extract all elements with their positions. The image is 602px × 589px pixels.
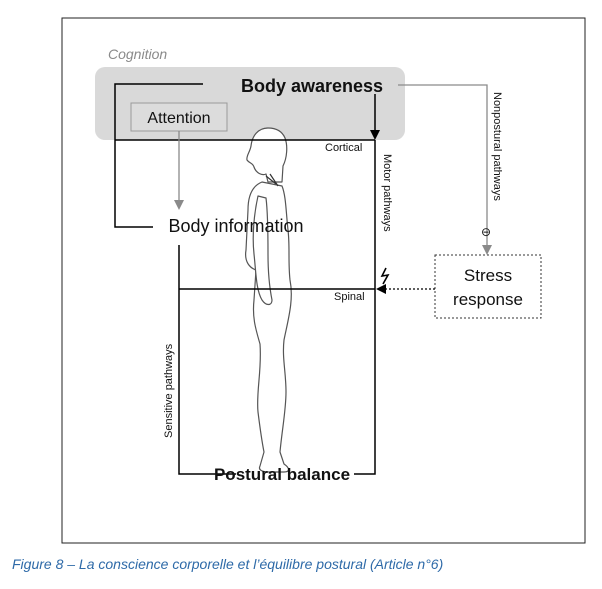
motor-pathways-label: Motor pathways (381, 154, 393, 232)
feedback-loop-line (114, 83, 203, 228)
stress-response-box (434, 254, 542, 319)
cortical-label: Cortical (325, 142, 362, 154)
motor-pathways-line (354, 140, 376, 475)
lightning-icon (380, 267, 390, 285)
nonpostural-pathways-line (398, 84, 492, 255)
stress-response-line1: Stress (464, 266, 512, 285)
body-information-label: Body information (168, 216, 303, 236)
figure-frame (61, 17, 586, 544)
inhibition-symbol: ⊖ (481, 225, 491, 239)
sensitive-pathways-label: Sensitive pathways (163, 343, 175, 438)
cognition-label: Cognition (108, 46, 167, 62)
human-figure-image (245, 127, 292, 473)
figure-caption: Figure 8 – La conscience corporelle et l… (12, 556, 444, 572)
postural-balance-label: Postural balance (214, 465, 350, 484)
spinal-label: Spinal (334, 291, 365, 303)
stress-response-line2: response (453, 290, 523, 309)
attention-label: Attention (147, 110, 210, 127)
nonpostural-pathways-label: Nonpostural pathways (491, 92, 503, 201)
body-awareness-label: Body awareness (241, 76, 383, 96)
sensitive-pathways-line (178, 245, 236, 475)
attention-box (130, 102, 228, 132)
